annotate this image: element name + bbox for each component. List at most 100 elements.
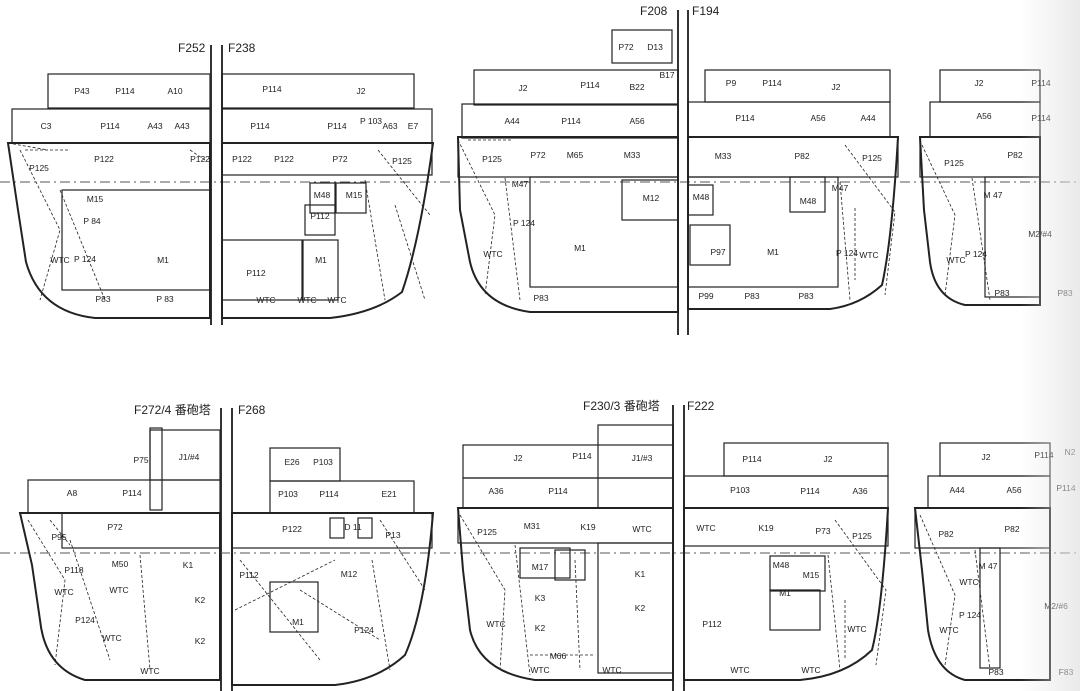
compartment-label: M12 bbox=[341, 569, 358, 579]
compartment-label: P125 bbox=[392, 156, 412, 166]
compartment-label: WTC bbox=[486, 619, 505, 629]
compartment-label: P114 bbox=[742, 454, 761, 464]
compartment-label: P72 bbox=[530, 150, 545, 160]
compartment-label: P114 bbox=[762, 78, 781, 88]
compartment-label: P82 bbox=[1007, 150, 1022, 160]
structural-member bbox=[827, 554, 841, 671]
deck-compartment-outline bbox=[769, 589, 821, 631]
compartment-label: P122 bbox=[190, 154, 210, 164]
compartment-label: J1/#3 bbox=[632, 453, 653, 463]
compartment-label: A10 bbox=[167, 86, 182, 96]
compartment-label: P112 bbox=[246, 268, 265, 278]
compartment-label: WTC bbox=[632, 524, 651, 534]
compartment-label: M47 bbox=[512, 179, 529, 189]
compartment-label: K2 bbox=[195, 636, 206, 646]
structural-member bbox=[139, 554, 151, 671]
compartment-label: K19 bbox=[580, 522, 595, 532]
structural-member bbox=[234, 559, 336, 611]
structural-member bbox=[514, 544, 531, 676]
compartment-label: WTC bbox=[602, 665, 621, 675]
compartment-label: WTC bbox=[696, 523, 715, 533]
compartment-label: P 83 bbox=[156, 294, 174, 304]
compartment-label: M15 bbox=[346, 190, 363, 200]
frame-label-f222: F222 bbox=[687, 399, 715, 413]
compartment-label: J2 bbox=[982, 452, 991, 462]
compartment-label: J2 bbox=[519, 83, 528, 93]
compartment-label: P114 bbox=[548, 486, 567, 496]
compartment-label: P124 bbox=[75, 615, 95, 625]
hull-outline bbox=[687, 136, 900, 310]
compartment-label: K2 bbox=[635, 603, 646, 613]
compartment-label: P122 bbox=[232, 154, 252, 164]
compartment-label: M66 bbox=[550, 651, 567, 661]
compartment-label: P82 bbox=[794, 151, 809, 161]
compartment-label: M15 bbox=[803, 570, 820, 580]
compartment-label: P114 bbox=[122, 488, 141, 498]
compartment-label: WTC bbox=[50, 255, 69, 265]
compartment-label: M33 bbox=[715, 151, 732, 161]
hull-outline bbox=[913, 507, 1051, 681]
waterlines bbox=[0, 181, 1080, 554]
structural-member bbox=[49, 519, 71, 546]
compartment-label: J2 bbox=[514, 453, 523, 463]
compartment-label: P83 bbox=[95, 294, 110, 304]
compartment-label: M1 bbox=[315, 255, 327, 265]
compartment-label: WTC bbox=[939, 625, 958, 635]
compartment-label: M48 bbox=[800, 196, 817, 206]
compartment-label: P73 bbox=[815, 526, 830, 536]
structural-member bbox=[504, 177, 521, 301]
compartment-label: P125 bbox=[862, 153, 882, 163]
frame-label-f252: F252 bbox=[178, 41, 206, 55]
compartment-label: D 11 bbox=[344, 522, 362, 532]
compartment-label: M65 bbox=[567, 150, 584, 160]
compartment-label: WTC bbox=[483, 249, 502, 259]
frame-label-f268: F268 bbox=[238, 403, 266, 417]
compartment-label: A56 bbox=[1006, 485, 1021, 495]
compartment-label: P125 bbox=[482, 154, 502, 164]
hull-section-s6 bbox=[18, 427, 221, 681]
compartment-label: J2 bbox=[975, 78, 984, 88]
structural-member bbox=[377, 149, 431, 216]
compartment-label: M1 bbox=[292, 617, 304, 627]
structural-member bbox=[844, 144, 896, 296]
structural-member bbox=[299, 589, 381, 641]
hull-section-s9 bbox=[683, 442, 890, 681]
compartment-label: P72 bbox=[332, 154, 347, 164]
deck-compartment-outline bbox=[687, 176, 839, 288]
deck-compartment-outline bbox=[519, 547, 571, 579]
compartment-label: P114 bbox=[800, 486, 819, 496]
compartment-label: M50 bbox=[112, 559, 129, 569]
compartment-label: K1 bbox=[635, 569, 646, 579]
hull-outline bbox=[6, 142, 211, 319]
deck-compartment-outline bbox=[304, 204, 336, 236]
compartment-label: P122 bbox=[274, 154, 294, 164]
compartment-label: M31 bbox=[524, 521, 541, 531]
structural-member bbox=[364, 179, 386, 301]
structural-member bbox=[974, 549, 991, 671]
structural-member bbox=[239, 559, 321, 661]
compartment-label: P114 bbox=[115, 86, 134, 96]
compartment-label: WTC bbox=[946, 255, 965, 265]
compartment-label: P72 bbox=[107, 522, 122, 532]
hull-section-s2 bbox=[221, 73, 435, 319]
compartment-label: A56 bbox=[810, 113, 825, 123]
compartment-label: P122 bbox=[282, 524, 302, 534]
compartment-label: J2 bbox=[824, 454, 833, 464]
compartment-label: M 47 bbox=[979, 561, 998, 571]
compartment-label: P82 bbox=[1004, 524, 1019, 534]
compartment-label: WTC bbox=[730, 665, 749, 675]
compartment-label: P 124 bbox=[965, 249, 987, 259]
compartment-label: A44 bbox=[860, 113, 875, 123]
compartment-label: WTC bbox=[109, 585, 128, 595]
compartment-label: A44 bbox=[949, 485, 964, 495]
deck-compartment-outline bbox=[309, 182, 336, 214]
compartment-label: P125 bbox=[944, 158, 964, 168]
compartment-label: P103 bbox=[313, 457, 333, 467]
compartment-label: WTC bbox=[847, 624, 866, 634]
compartment-label: P114 bbox=[262, 84, 281, 94]
compartment-label: P97 bbox=[710, 247, 725, 257]
structural-member bbox=[371, 559, 391, 671]
compartment-label: WTC bbox=[297, 295, 316, 305]
